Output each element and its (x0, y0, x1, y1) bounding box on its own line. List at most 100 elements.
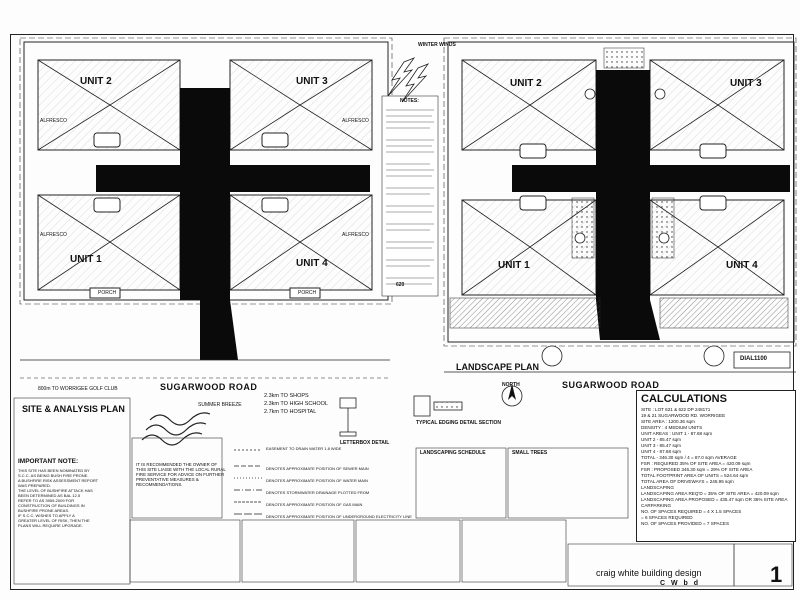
car-icon (93, 132, 121, 148)
legend-lines (234, 449, 262, 515)
landscape-road-label: SUGARWOOD ROAD (562, 380, 660, 390)
site-plan-title: SITE & ANALYSIS PLAN (22, 404, 125, 414)
dial-logo (733, 351, 791, 369)
firm-logo: C W b d (660, 580, 701, 587)
calculation-row: LANDSCAPING AREA PROPOSED = 435.47 sqm O… (641, 497, 788, 502)
landscaping-schedule-label: LANDSCAPING SCHEDULE (420, 450, 486, 456)
site-unit-4-label: UNIT 4 (296, 258, 328, 269)
site-alfresco-label: ALFRESCO (40, 118, 67, 124)
council-line: RECOMMENDATIONS. (136, 482, 183, 487)
dial-text: DIAL1100 (740, 356, 768, 362)
calculation-row: FSR : REQUIRED 35% OF SITE AREA = 420.09… (641, 461, 751, 466)
calculation-row: UNIT 4 - 87.68 sqm (641, 449, 681, 454)
car-icon (699, 195, 727, 211)
calculation-row: 19 & 21 SUGARWOOD RD. WORRIGEE (641, 413, 726, 418)
l-unit-2 (461, 59, 597, 151)
legend-item: DENOTES STORMWATER DRAINAGE PLOTTED FROM (266, 490, 370, 495)
distance-school: 2.3km TO HIGH SCHOOL (264, 401, 328, 407)
calculation-row: TOTAL FOOTPRINT AREA OF UNITS = 524.64 s… (641, 473, 749, 478)
site-unit-3-label: UNIT 3 (296, 76, 328, 87)
legend-item: DENOTES APPROXIMATE POSITION OF SEWER MA… (266, 466, 369, 471)
lower-panels (13, 397, 793, 587)
l-unit-3 (649, 59, 785, 151)
land-unit-1-label: UNIT 1 (498, 260, 530, 271)
calculation-row: LANDSCAPING (641, 485, 674, 490)
letterbox-label: LETTERBOX DETAIL (340, 440, 390, 446)
landscape-plan-title: LANDSCAPE PLAN (456, 362, 540, 372)
calculations-title: CALCULATIONS (641, 393, 727, 405)
edging-label: TYPICAL EDGING DETAIL SECTION (416, 420, 502, 426)
site-alfresco-label: ALFRESCO (342, 118, 369, 124)
golf-club-label: 800m TO WORRIGEE GOLF CLUB (38, 386, 118, 392)
firm-name: craig white building design (596, 568, 702, 578)
note-line: THE LEVEL OF BUSHFIRE ATTACK HAS (18, 488, 93, 493)
edging-detail (413, 395, 463, 417)
distance-hospital: 2.7km TO HOSPITAL (264, 409, 317, 415)
services-legend: DENOTES APPROXIMATE POSITION OF SEWER MA… (266, 463, 412, 523)
calculation-row: = 6 SPACES REQUIRED (641, 515, 693, 520)
legend-item: DENOTES APPROXIMATE POSITION OF UNDERGRO… (266, 514, 412, 519)
setback-label: 620 (396, 282, 405, 288)
calculation-row: UNIT 3 - 85.47 sqm (641, 443, 681, 448)
landscape-plan (443, 37, 797, 407)
note-line: THIS SITE HAS BEEN NOMINATED BY (18, 468, 90, 473)
north-label: NORTH (502, 382, 520, 388)
calculations-panel: CALCULATIONS SITE : LOT 621 & 622 DP 248… (636, 390, 796, 542)
site-alfresco-label: ALFRESCO (342, 232, 369, 238)
note-line: PLANS WILL REQUIRE UPGRADE. (18, 523, 83, 528)
distances-list: 2.3km TO SHOPS 2.3km TO HIGH SCHOOL 2.7k… (264, 392, 328, 416)
legend-item: DENOTES APPROXIMATE POSITION OF GAS MAIN (266, 502, 363, 507)
winter-winds-arrows (387, 57, 430, 103)
calculation-row: DENSITY : 4 MEDIUM UNITS (641, 425, 703, 430)
car-icon (519, 143, 547, 159)
calculation-row: TOTAL - 346.30 sqm / 4 = 87.0 sqm AVERAG… (641, 455, 737, 460)
porch-label: PORCH (298, 290, 317, 296)
sheet-number: 1 (770, 562, 783, 587)
council-line: FIRE SERVICE FOR ADVICE ON FURTHER (136, 472, 225, 477)
calculation-row: UNIT 2 - 85.47 sqm (641, 437, 681, 442)
council-line: IT IS RECOMMENDED THE OWNER OF (136, 462, 218, 467)
legend-item: DENOTES APPROXIMATE POSITION OF WATER MA… (266, 478, 368, 483)
note-line: S.C.C. AS BEING BUSH FIRE PRONE. (18, 473, 89, 478)
note-line: A BUSHFIRE RISK ASSESSMENT REPORT (18, 478, 99, 483)
note-line: CONSTRUCTION OF BUILDINGS IN (18, 503, 85, 508)
council-line: THIS SITE LIAISE WITH THE LOCAL RURAL (136, 467, 226, 472)
car-icon (699, 143, 727, 159)
land-unit-4-label: UNIT 4 (726, 260, 758, 271)
unit-4-footprint (229, 194, 373, 291)
calculation-row: NO. OF SPACES PROVIDED = 7 SPACES (641, 521, 730, 526)
site-road-label: SUGARWOOD ROAD (160, 382, 258, 392)
important-note-body: THIS SITE HAS BEEN NOMINATED BY S.C.C. A… (18, 468, 98, 528)
calculation-row: UNIT AREAS : UNIT 1 - 87.68 sqm (641, 431, 713, 436)
tree-icons (541, 88, 725, 367)
summer-breeze-label: SUMMER BREEZE (198, 402, 242, 408)
l-unit-4 (649, 199, 785, 296)
note-line: REFER TO AS 3959-2009 FOR (18, 498, 75, 503)
car-icon (261, 197, 289, 213)
land-unit-2-label: UNIT 2 (510, 78, 542, 89)
calculation-row: FSR : PROPOSED 346.30 sqm = 29% OF SITE … (641, 467, 753, 472)
note-line: BEEN DETERMINED AS BAL 12.5 (18, 493, 81, 498)
small-trees-label: SMALL TREES (512, 450, 548, 456)
note-line: GREATER LEVEL OF RISK, THEN THE (18, 518, 90, 523)
note-line: WAS PREPARED. (18, 483, 51, 488)
site-plan (19, 37, 439, 446)
council-line: PREVENTATIVE MEASURES & (136, 477, 199, 482)
site-alfresco-label: ALFRESCO (40, 232, 67, 238)
calculations-rows: SITE : LOT 621 & 622 DP 248171 19 & 21 S… (637, 407, 795, 527)
unit-3-footprint (229, 59, 373, 151)
porch-label: PORCH (98, 290, 117, 296)
winter-winds-label: WINTER WINDS (418, 42, 456, 48)
land-unit-3-label: UNIT 3 (730, 78, 762, 89)
important-note-heading: IMPORTANT NOTE: (18, 458, 79, 465)
site-unit-2-label: UNIT 2 (80, 76, 112, 87)
calculation-row: SITE AREA : 1200.36 sqm (641, 419, 695, 424)
council-note: IT IS RECOMMENDED THE OWNER OF THIS SITE… (136, 462, 226, 487)
car-icon (519, 195, 547, 211)
calculation-row: TOTAL AREA OF DRIVEWAYS = 245.95 sqm (641, 479, 734, 484)
car-icon (93, 197, 121, 213)
note-line: BUSHFIRE PRONE AREAS. (18, 508, 70, 513)
site-unit-1-label: UNIT 1 (70, 254, 102, 265)
calculation-row: LANDSCAPING AREA REQ'D = 35% OF SITE ARE… (641, 491, 779, 496)
